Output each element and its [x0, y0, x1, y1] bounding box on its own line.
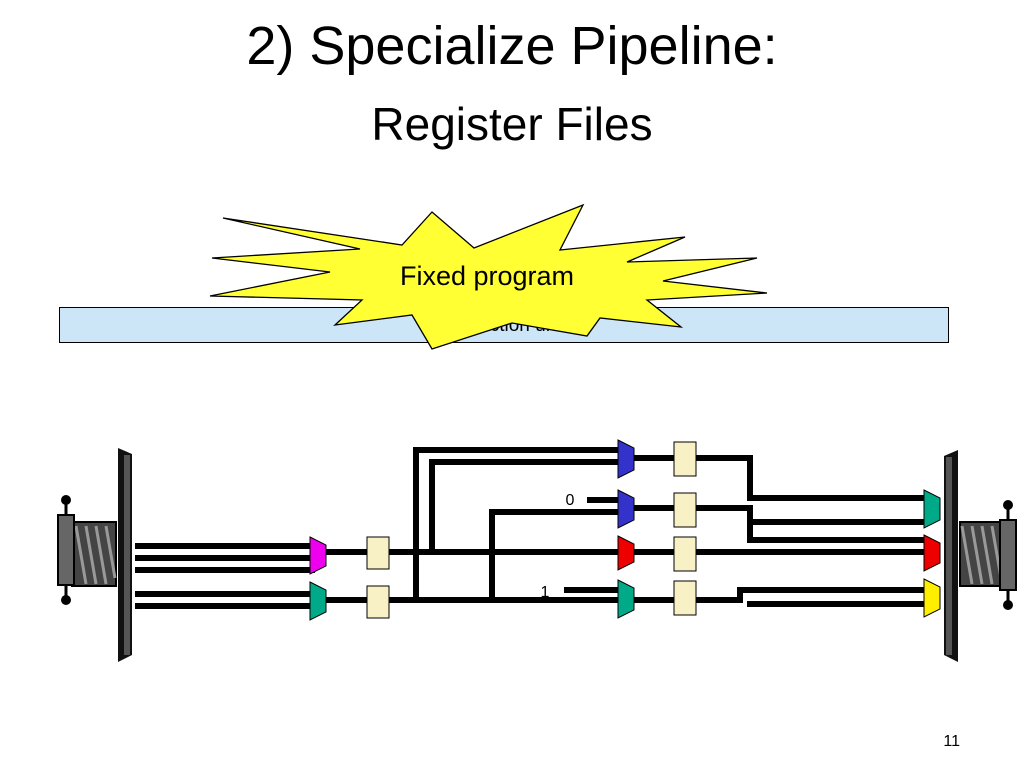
- fixed-program-callout: Fixed program: [209, 203, 768, 350]
- constant-zero-label: 0: [566, 492, 575, 509]
- latch: [366, 536, 390, 570]
- slide-subtitle: Register Files: [371, 98, 653, 150]
- mux-magenta: [309, 536, 327, 575]
- starburst-shape: [209, 203, 768, 350]
- mux-blue: [617, 439, 635, 479]
- pipeline-latches: [366, 441, 697, 619]
- left-wheel-icon: [57, 448, 132, 662]
- constant-one-label: 1: [541, 584, 550, 601]
- pipeline-wires: [135, 447, 929, 609]
- mux-blue: [617, 489, 635, 529]
- register-ports: [309, 439, 941, 621]
- slide-title: 2) Specialize Pipeline:: [246, 16, 778, 76]
- callout-text: Fixed program: [400, 261, 574, 291]
- latch: [673, 441, 697, 477]
- mux-teal: [923, 489, 941, 529]
- mux-teal: [617, 579, 635, 619]
- mux-teal: [309, 581, 327, 621]
- latch: [673, 580, 697, 616]
- latch: [673, 492, 697, 528]
- latch: [366, 585, 390, 619]
- mux-red: [923, 534, 941, 572]
- mux-yellow: [923, 578, 941, 618]
- latch: [673, 536, 697, 572]
- right-wheel-icon: [944, 450, 1017, 662]
- slide-number: 11: [943, 733, 960, 750]
- mux-red: [617, 535, 635, 571]
